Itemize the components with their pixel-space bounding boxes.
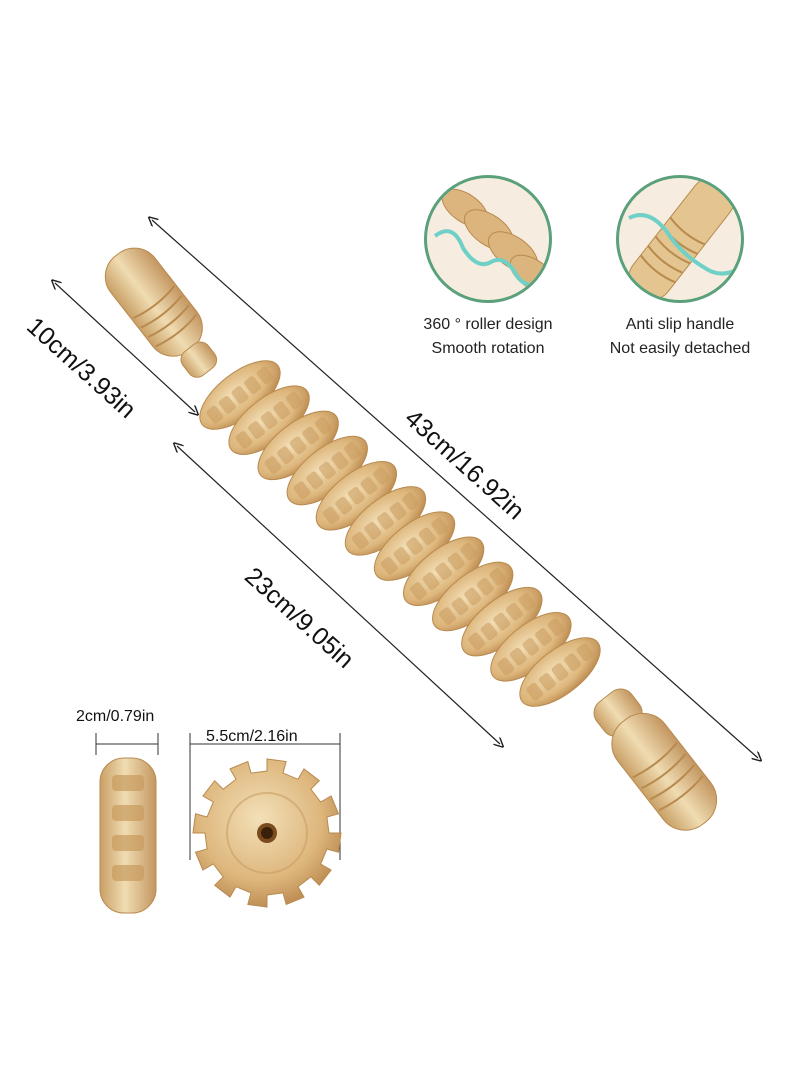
wheel-front-view <box>189 733 342 908</box>
upper-handle <box>104 247 218 378</box>
roller-closeup-icon <box>424 175 552 303</box>
roller-length-arrow <box>177 446 500 744</box>
lower-handle <box>593 688 718 831</box>
roller-wheel <box>199 360 281 430</box>
roller-wheel <box>519 637 601 707</box>
roller-wheel <box>228 385 310 455</box>
wheel-diameter-label: 5.5cm/2.16in <box>206 728 298 745</box>
roller-wheel <box>432 561 514 632</box>
feature-roller-design: 360 ° roller design Smooth rotation <box>398 175 578 361</box>
feature-handle-line2: Not easily detached <box>609 340 751 357</box>
wheel-side-view <box>95 733 159 914</box>
roller-wheel <box>373 511 456 581</box>
roller-wheel <box>315 460 398 531</box>
feature-roller-line1: 360 ° roller design <box>423 316 553 333</box>
roller-wheels <box>199 360 601 707</box>
handle-length-arrow <box>55 283 195 412</box>
wheel-width-label: 2cm/0.79in <box>76 708 155 725</box>
feature-roller-line2: Smooth rotation <box>431 340 545 357</box>
handle-closeup-icon <box>616 175 744 303</box>
roller-wheel <box>461 586 543 657</box>
feature-anti-slip: Anti slip handle Not easily detached <box>590 175 770 361</box>
roller-wheel <box>344 486 427 556</box>
feature-handle-line1: Anti slip handle <box>625 316 735 333</box>
